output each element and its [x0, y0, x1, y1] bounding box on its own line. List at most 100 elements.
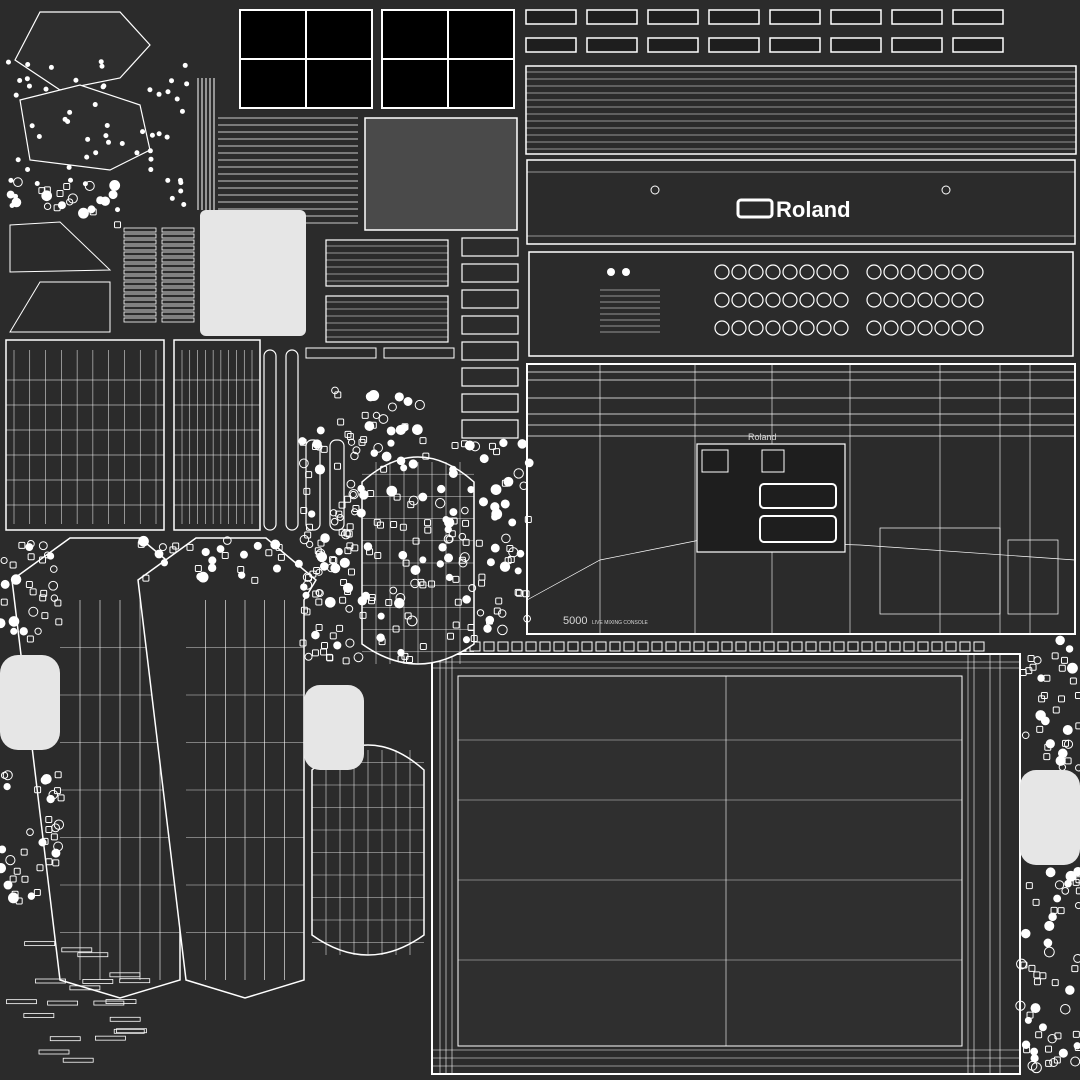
- knob-cap-icon: [1073, 953, 1080, 963]
- key-slot: [123, 305, 157, 311]
- knob-cap-icon: [28, 606, 39, 617]
- knob-cap-icon: [461, 506, 469, 515]
- knob-cap-icon: [516, 549, 525, 558]
- knob-cap-icon: [1074, 902, 1080, 910]
- edge-button: [637, 641, 649, 652]
- knob-cap-icon: [483, 624, 492, 633]
- small-button: [454, 598, 462, 606]
- small-button: [412, 537, 420, 545]
- key-slot: [123, 245, 157, 251]
- small-button: [1060, 656, 1068, 664]
- knob-cap-icon: [412, 424, 423, 435]
- dot-icon: [15, 157, 21, 163]
- knob-cap-icon: [497, 609, 507, 618]
- small-button: [1050, 906, 1058, 914]
- knob-cap-icon: [501, 533, 511, 544]
- small-button: [315, 624, 323, 632]
- knob-cap-icon: [468, 583, 477, 592]
- small-rect-slot: [830, 37, 882, 53]
- knob-cap-icon: [53, 841, 64, 852]
- edge-button: [511, 641, 523, 652]
- knob-cap-icon: [27, 892, 36, 900]
- small-button: [25, 580, 33, 588]
- knob-cap-icon: [448, 469, 458, 478]
- dot-icon: [106, 139, 112, 145]
- knob-cap-icon: [458, 532, 467, 541]
- key-slot: [123, 227, 157, 233]
- small-button: [493, 448, 501, 456]
- knob-cap-icon: [1024, 1016, 1032, 1024]
- small-button: [329, 556, 337, 564]
- knob-cap-icon: [500, 499, 510, 509]
- small-button: [54, 771, 62, 779]
- knob-cap-icon: [1043, 946, 1055, 958]
- key-slot: [161, 299, 195, 305]
- key-slot: [161, 317, 195, 323]
- knob-cap-icon: [201, 547, 210, 557]
- knob-cap-icon: [299, 458, 309, 469]
- knob-caps: [0, 177, 1080, 1074]
- connector-jack-icon: [731, 320, 747, 336]
- dot-icon: [147, 87, 153, 93]
- dot-icon: [65, 119, 71, 125]
- edge-button: [903, 641, 915, 652]
- knob-cap-icon: [316, 426, 325, 435]
- knob-cap-icon: [1066, 662, 1078, 674]
- small-button: [360, 436, 368, 444]
- control-cluster-panel: [696, 443, 846, 553]
- small-button: [492, 508, 500, 516]
- small-button: [407, 501, 415, 509]
- stack-rect: [461, 315, 519, 335]
- gray-panel: [364, 117, 518, 231]
- small-button: [326, 654, 334, 662]
- side-pieces: [263, 349, 475, 956]
- edge-button: [721, 641, 733, 652]
- knob-cap-icon: [13, 177, 23, 188]
- knob-cap-icon: [449, 508, 458, 517]
- small-button: [54, 599, 62, 607]
- top-small-rect-grid: [525, 9, 1004, 53]
- edge-button: [959, 641, 971, 652]
- small-button: [335, 510, 343, 518]
- small-button: [334, 391, 342, 399]
- knob-cap-icon: [361, 591, 370, 601]
- small-button: [1051, 979, 1059, 987]
- knob-cap-icon: [353, 652, 364, 663]
- small-button: [9, 875, 17, 883]
- knob-cap-icon: [8, 616, 20, 627]
- connector-jack-icon: [816, 320, 832, 336]
- small-button: [493, 607, 501, 615]
- fader-strips: [11, 537, 317, 999]
- dot-icon: [115, 207, 121, 213]
- knob-cap-icon: [49, 565, 58, 573]
- small-rect-slot: [952, 9, 1004, 25]
- knob-cap-icon: [160, 559, 169, 567]
- knob-cap-icon: [372, 411, 381, 420]
- connector-jack-icon: [782, 320, 798, 336]
- knob-cap-icon: [1015, 1000, 1026, 1011]
- knob-cap-icon: [0, 579, 10, 589]
- edge-button: [847, 641, 859, 652]
- small-button: [311, 649, 319, 657]
- connector-jack-icon: [968, 264, 984, 280]
- knob-cap-icon: [6, 190, 15, 199]
- connector-jack-icon: [714, 320, 730, 336]
- small-button: [488, 442, 496, 450]
- key-slot: [119, 978, 151, 984]
- channel-panel: [5, 339, 165, 531]
- knob-cap-icon: [0, 863, 7, 874]
- small-button: [1035, 1031, 1043, 1039]
- knob-cap-icon: [444, 553, 454, 563]
- small-button: [374, 552, 382, 560]
- key-slot: [161, 281, 195, 287]
- knob-cap-icon: [467, 485, 475, 494]
- small-button: [390, 520, 398, 528]
- dot-icon: [36, 134, 42, 140]
- connector-jack-icon: [866, 264, 882, 280]
- small-button: [338, 501, 346, 509]
- slim-rail: [263, 349, 277, 531]
- knob-cap-icon: [524, 458, 534, 468]
- knob-cap-icon: [349, 490, 357, 499]
- small-button: [251, 576, 259, 584]
- edge-button: [539, 641, 551, 652]
